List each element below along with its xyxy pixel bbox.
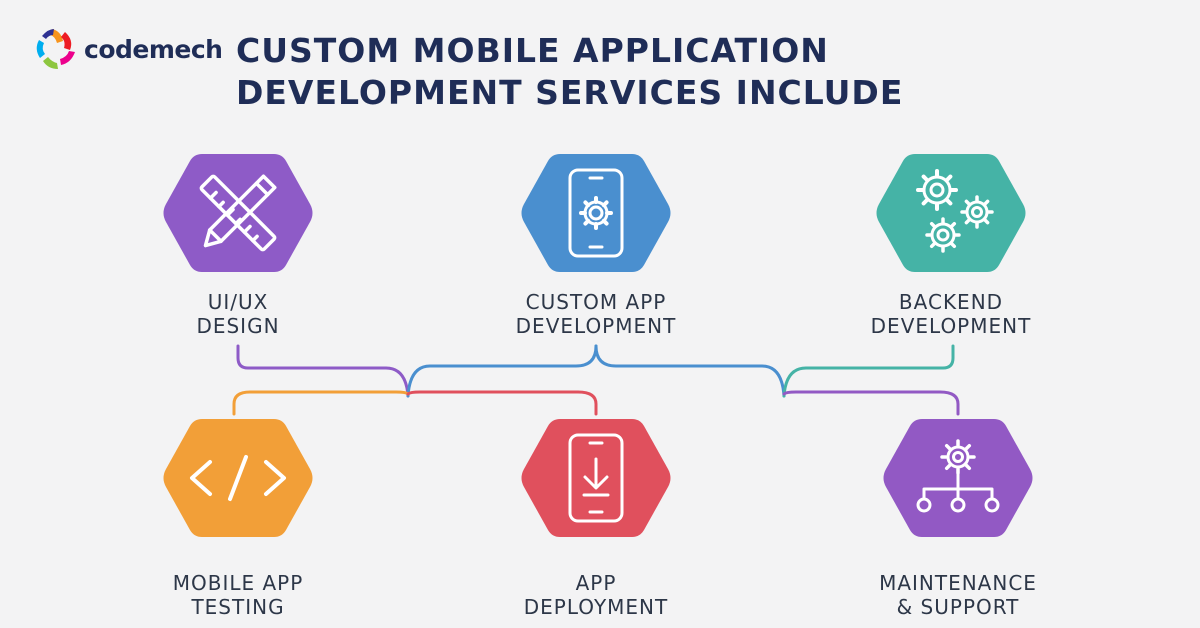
- service-card-testing: MOBILE APP TESTING: [88, 415, 388, 619]
- service-card-backend: BACKEND DEVELOPMENT: [801, 150, 1101, 338]
- service-card-deployment: APP DEPLOYMENT: [446, 415, 746, 619]
- code-icon: [190, 455, 286, 501]
- service-label: MOBILE APP TESTING: [88, 571, 388, 619]
- ruler-pencil-icon: [199, 174, 277, 252]
- service-label-line-2: TESTING: [191, 595, 285, 619]
- service-label: UI/UX DESIGN: [88, 290, 388, 338]
- connector-backend: [782, 344, 955, 398]
- title-line-1: CUSTOM MOBILE APPLICATION: [236, 31, 829, 70]
- hexagon-badge: [883, 419, 1033, 537]
- hexagon-badge: [163, 419, 313, 537]
- hexagon-badge: [521, 154, 671, 272]
- service-label-line-1: MOBILE APP: [172, 571, 304, 595]
- service-label-line-1: APP: [575, 571, 617, 595]
- service-label-line-1: CUSTOM APP: [525, 290, 667, 314]
- connector-maintenance: [782, 390, 960, 416]
- hexagon-badge: [521, 419, 671, 537]
- phone-gear-icon: [568, 168, 624, 258]
- service-label-line-2: DEVELOPMENT: [870, 314, 1032, 338]
- service-label: MAINTENANCE & SUPPORT: [808, 571, 1108, 619]
- brand-logo: codemech: [32, 26, 223, 72]
- connector-custom-app-right: [594, 344, 786, 398]
- hexagon-badge: [876, 154, 1026, 272]
- service-label-line-1: MAINTENANCE: [879, 571, 1037, 595]
- service-label-line-2: DEPLOYMENT: [523, 595, 669, 619]
- service-label: CUSTOM APP DEVELOPMENT: [446, 290, 746, 338]
- connector-deployment: [406, 390, 598, 416]
- service-label-line-2: DEVELOPMENT: [515, 314, 677, 338]
- service-label: BACKEND DEVELOPMENT: [801, 290, 1101, 338]
- codemech-logo-icon: [36, 29, 75, 69]
- service-card-maintenance: MAINTENANCE & SUPPORT: [808, 415, 1108, 619]
- service-label-line-2: DESIGN: [196, 314, 280, 338]
- service-card-custom-app: CUSTOM APP DEVELOPMENT: [446, 150, 746, 338]
- page-title: CUSTOM MOBILE APPLICATION DEVELOPMENT SE…: [236, 30, 996, 114]
- service-label: APP DEPLOYMENT: [446, 571, 746, 619]
- gear-network-icon: [916, 439, 1000, 513]
- phone-download-icon: [568, 433, 624, 523]
- connector-testing: [232, 390, 410, 416]
- title-line-2: DEVELOPMENT SERVICES INCLUDE: [236, 73, 904, 112]
- connector-custom-app-left: [406, 344, 598, 398]
- service-card-uiux: UI/UX DESIGN: [88, 150, 388, 338]
- gears-icon: [916, 169, 994, 253]
- service-label-line-2: & SUPPORT: [896, 595, 1020, 619]
- service-label-line-1: UI/UX: [207, 290, 269, 314]
- brand-name: codemech: [84, 34, 223, 64]
- service-label-line-1: BACKEND: [898, 290, 1004, 314]
- connector-uiux: [236, 344, 410, 398]
- hexagon-badge: [163, 154, 313, 272]
